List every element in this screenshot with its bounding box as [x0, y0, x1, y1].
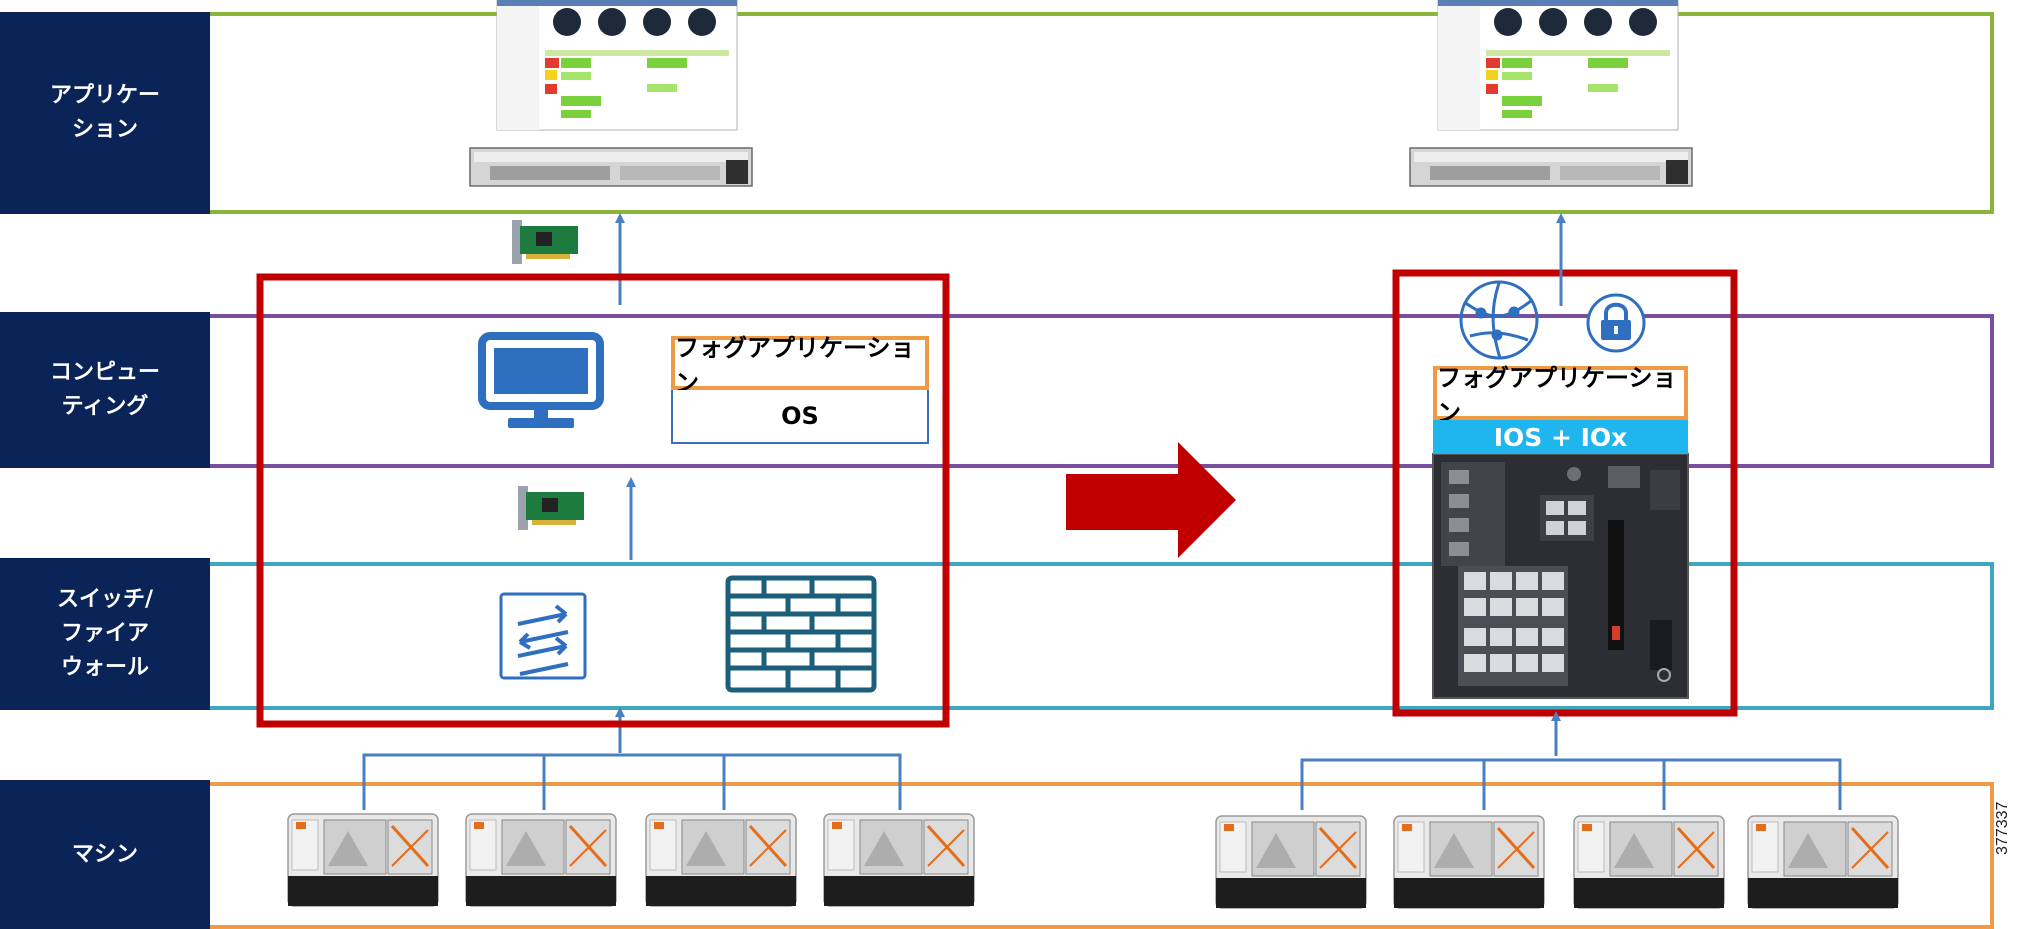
machine-connector-left [362, 753, 902, 810]
lock-icon [1586, 293, 1646, 353]
machine-left-3 [644, 812, 798, 908]
transition-arrow [1066, 442, 1236, 558]
monitor-icon [478, 332, 604, 428]
layer-label-machine: マシン [0, 780, 210, 929]
network-icon [1459, 280, 1539, 360]
machine-left-2 [464, 812, 618, 908]
fog-app-box-left: フォグアプリケーション [671, 334, 929, 397]
server-right [1409, 147, 1693, 187]
server-left [469, 147, 753, 187]
firewall-icon [725, 575, 877, 693]
band-switch-firewall [210, 562, 1994, 710]
band-machine [210, 782, 1994, 929]
band-computing [210, 314, 1994, 468]
platform-label: IOS + IOx [1493, 422, 1628, 452]
fog-app-box-right: フォグアプリケーション [1433, 364, 1688, 427]
industrial-switch-device [1432, 453, 1689, 699]
machine-right-1 [1214, 814, 1368, 910]
os-label: OS [781, 402, 819, 430]
machine-connector-right [1300, 758, 1842, 810]
os-box-left: OS [671, 390, 929, 444]
machine-right-4 [1746, 814, 1900, 910]
layer-label-computing: コンピュー ティング [0, 312, 210, 468]
fog-app-label-left: フォグアプリケーション [675, 334, 915, 397]
nic-card-mid-left [518, 486, 584, 530]
nic-card-top-left [512, 220, 578, 264]
layer-label-application: アプリケー ション [0, 12, 210, 214]
layer-label-switch-firewall: スイッチ/ ファイア ウォール [0, 558, 210, 710]
fog-app-label-right: フォグアプリケーション [1437, 364, 1677, 427]
machine-left-4 [822, 812, 976, 908]
dashboard-screen-right [1437, 0, 1679, 131]
figure-id: 377337 [1994, 801, 2011, 855]
band-application [210, 12, 1994, 214]
highlight-box-left [256, 273, 950, 728]
switch-icon [499, 592, 587, 680]
machine-right-2 [1392, 814, 1546, 910]
machine-left-1 [286, 812, 440, 908]
dashboard-screen-left [496, 0, 738, 131]
machine-right-3 [1572, 814, 1726, 910]
highlight-box-right [1392, 269, 1738, 717]
platform-bar: IOS + IOx [1433, 420, 1688, 454]
